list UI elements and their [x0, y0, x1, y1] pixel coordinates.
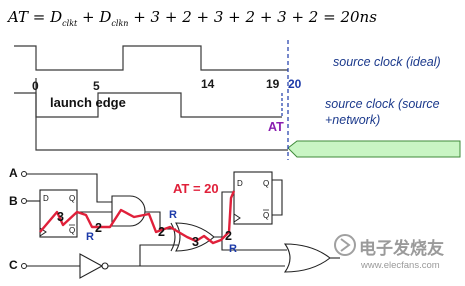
- elecfans-logo-icon: [334, 234, 356, 256]
- ideal-clock-waveform: [14, 45, 288, 71]
- delay-label-ff1: 3: [57, 210, 64, 224]
- circuit-wires: [27, 173, 340, 267]
- delay-label-xor: 3: [192, 235, 199, 249]
- launch-edge-label: launch edge: [50, 95, 126, 110]
- watermark: 电子发烧友 www.elecfans.com: [334, 234, 444, 271]
- xor-gate: [170, 222, 215, 252]
- delay-label-wire2: 2: [158, 225, 165, 239]
- network-clock-label-line1: source clock (source: [325, 97, 440, 111]
- tick-label-19: 19: [266, 77, 280, 91]
- ff1-d-pin: D: [43, 194, 49, 203]
- r-label-2: R: [169, 209, 177, 221]
- r-label-3: R: [229, 243, 237, 255]
- ff1-qbar-pin: Q: [69, 226, 75, 235]
- data-signal-line: [35, 78, 288, 151]
- delay-label-wire3: 2: [225, 229, 232, 243]
- critical-path: [39, 190, 236, 245]
- input-label-b: B: [9, 194, 18, 208]
- and-gate: [111, 195, 146, 227]
- input-c-connector: [21, 263, 27, 269]
- tick-label-0: 0: [32, 79, 39, 93]
- arrival-time-marker-label: AT: [268, 120, 284, 134]
- arrival-time-value: AT = 20: [173, 181, 219, 196]
- input-a-connector: [21, 171, 27, 177]
- tick-label-20: 20: [288, 77, 302, 91]
- ff2-d-pin: D: [237, 179, 243, 188]
- ff1-q-pin: Q: [69, 194, 75, 203]
- svg-text:AT = Dclkt + Dclkn + 3 + 2 + 3: AT = Dclkt + Dclkn + 3 + 2 + 3 + 2 + 3 +…: [6, 8, 377, 28]
- input-label-c: C: [9, 258, 18, 272]
- ideal-clock-label: source clock (ideal): [333, 55, 441, 69]
- flip-flop-2: D Q Q: [233, 171, 273, 225]
- input-label-a: A: [9, 166, 18, 180]
- arrival-band: [287, 140, 461, 158]
- ff2-q-pin: Q: [263, 179, 269, 188]
- delay-label-wire1: 2: [95, 221, 102, 235]
- watermark-url: www.elecfans.com: [360, 260, 440, 271]
- ff2-qbar-pin: Q: [263, 211, 269, 220]
- r-label-1: R: [86, 231, 94, 243]
- arrival-time-equation: AT = Dclkt + Dclkn + 3 + 2 + 3 + 2 + 3 +…: [6, 8, 377, 28]
- tick-label-14: 14: [201, 77, 215, 91]
- not-gate: [79, 253, 109, 279]
- or-gate: [283, 243, 331, 273]
- network-clock-label-line2: +network): [325, 113, 380, 127]
- input-b-connector: [21, 198, 27, 204]
- tick-label-5: 5: [93, 79, 100, 93]
- watermark-logo-text: 电子发烧友: [359, 238, 444, 258]
